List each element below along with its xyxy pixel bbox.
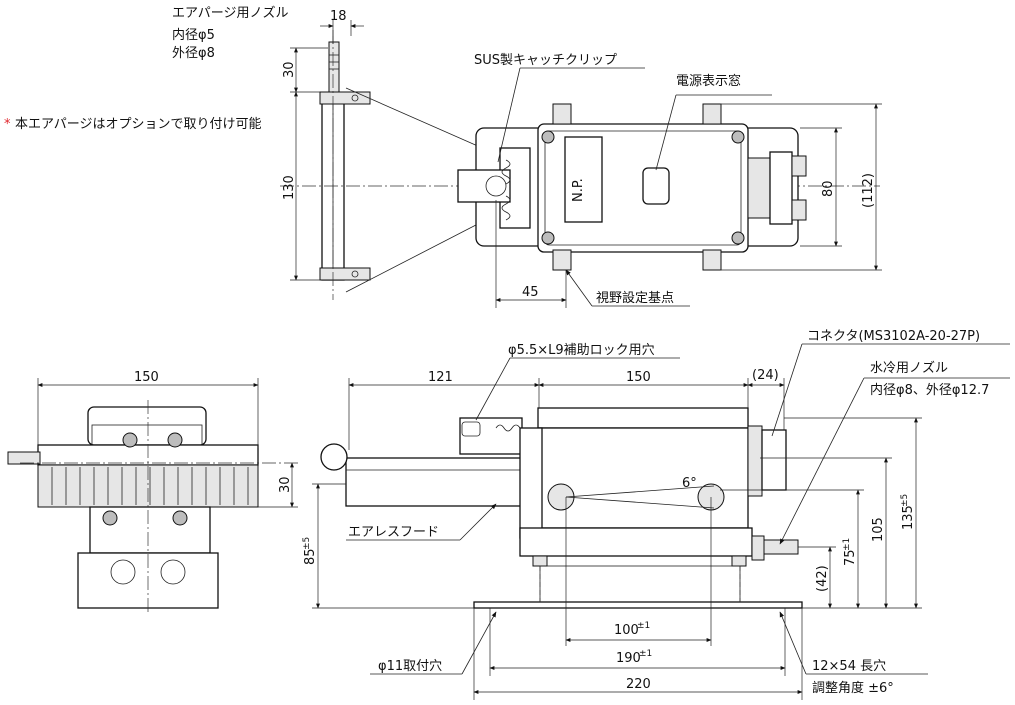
adjust-angle-label: 調整角度 ±6°	[812, 680, 894, 696]
dim-30-left: 30	[278, 476, 293, 493]
dim-121: 121	[428, 370, 453, 385]
airless-hood-label: エアレスフード	[348, 525, 439, 540]
dim-45: 45	[522, 285, 539, 300]
air-purge-nozzle-label: エアパージ用ノズル	[172, 5, 288, 21]
dim-190: 190	[616, 651, 641, 666]
mount-hole-label: φ11取付穴	[378, 659, 442, 674]
water-nozzle-label: 水冷用ノズル	[870, 360, 948, 376]
dim-85: 85	[303, 548, 318, 565]
sus-clip-label: SUS製キャッチクリップ	[474, 53, 617, 68]
dim-150-left: 150	[134, 370, 159, 385]
dim-135: 135	[901, 505, 916, 530]
dim-85-group: 85 ±5	[302, 537, 318, 565]
inner-dia-label: 内径φ5	[172, 27, 215, 43]
side-view	[7, 378, 300, 615]
dim-135-tol: ±5	[900, 494, 910, 507]
dim-105: 105	[871, 517, 886, 542]
dim-112: (112)	[861, 173, 876, 208]
dim-100: 100	[614, 623, 639, 638]
dim-42: (42)	[815, 565, 830, 592]
dim-18: 18	[330, 9, 347, 24]
top-main-body	[457, 103, 807, 271]
np-label: N.P.	[571, 178, 586, 202]
power-window-label: 電源表示窓	[676, 73, 741, 89]
view-reference-label: 視野設定基点	[596, 290, 674, 306]
lock-hole-label: φ5.5×L9補助ロック用穴	[508, 343, 655, 358]
connector-label: コネクタ(MS3102A-20-27P)	[807, 329, 980, 344]
dim-85-tol: ±5	[302, 537, 312, 550]
dim-220: 220	[626, 677, 651, 692]
dim-135-group: 135 ±5	[900, 494, 916, 530]
dim-75: 75	[843, 549, 858, 566]
dim-190-tol: ±1	[639, 649, 652, 659]
angle-6-label: 6°	[682, 476, 697, 491]
option-note: 本エアパージはオプションで取り付け可能	[15, 117, 261, 132]
dim-80: 80	[821, 180, 836, 197]
water-nozzle-dia-label: 内径φ8、外径φ12.7	[870, 382, 989, 398]
dim-24: (24)	[752, 368, 779, 383]
slot-label: 12×54 長穴	[812, 659, 886, 674]
dim-75-tol: ±1	[842, 538, 852, 551]
top-view	[280, 20, 882, 308]
dim-130: 130	[282, 175, 297, 200]
front-view	[312, 343, 1010, 700]
outer-dia-label: 外径φ8	[172, 46, 215, 61]
dim-30-top: 30	[282, 61, 297, 78]
air-purge-assembly	[319, 30, 371, 300]
dim-75-group: 75 ±1	[842, 538, 858, 566]
option-note-mark: *	[4, 117, 11, 132]
dim-150-mid: 150	[626, 370, 651, 385]
dim-100-tol: ±1	[637, 621, 650, 631]
